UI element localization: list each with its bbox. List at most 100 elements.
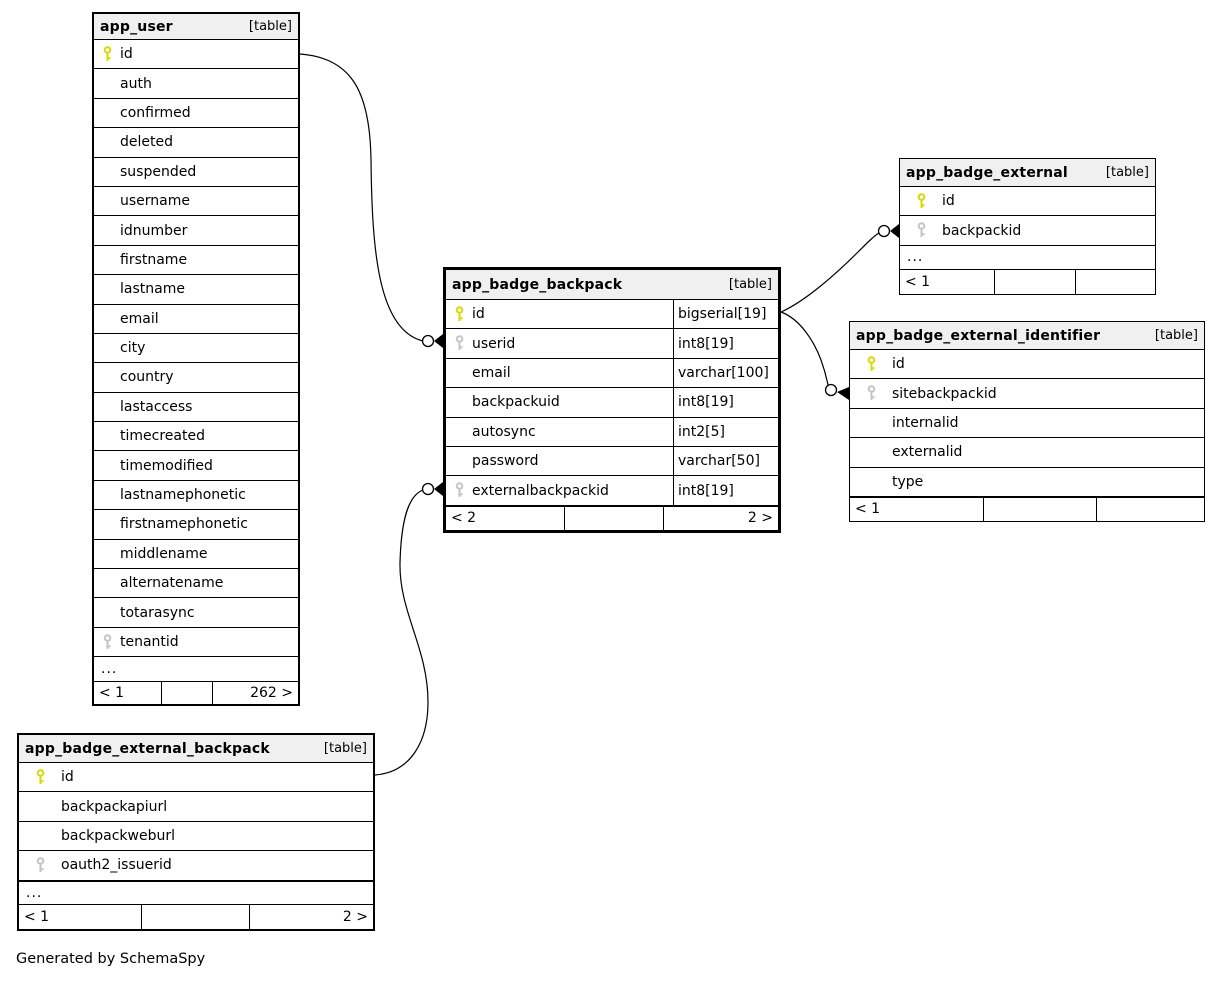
column-name: firstname <box>120 251 188 268</box>
pagination-row: < 1 <box>900 269 1155 294</box>
table-type-badge: [table] <box>1105 165 1149 180</box>
column-name: oauth2_issuerid <box>61 857 172 874</box>
footer-middle-cell <box>984 497 1097 521</box>
column-row: userid int8[19] <box>446 329 778 359</box>
pagination-row: < 1 2 > <box>19 904 373 929</box>
zero-or-many-circle-icon <box>421 334 435 348</box>
relationship-line-app_badge_backpack-to-app_badge_external <box>780 224 899 313</box>
table-type-badge: [table] <box>323 741 367 756</box>
column-name: username <box>120 193 190 210</box>
foreign-key-icon <box>94 633 120 651</box>
table-node-app_badge_external[interactable]: app_badge_external [table] id backpackid… <box>899 158 1156 295</box>
column-row: auth <box>94 69 298 99</box>
column-type: int2[5] <box>673 417 778 446</box>
column-row: username <box>94 187 298 217</box>
column-row: email <box>94 305 298 334</box>
table-type-badge: [table] <box>1154 328 1198 343</box>
table-node-app_badge_external_identifier[interactable]: app_badge_external_identifier [table] id… <box>849 321 1205 522</box>
table-header[interactable]: app_badge_external_identifier [table] <box>850 322 1204 350</box>
column-name: auth <box>120 75 152 92</box>
foreign-key-icon <box>446 335 472 352</box>
footer-middle-cell <box>995 269 1076 294</box>
column-row: middlename <box>94 540 298 570</box>
column-row: timemodified <box>94 451 298 481</box>
relationship-line-app_badge_backpack-to-app_badge_external_identifier <box>780 311 849 400</box>
column-name: middlename <box>120 545 208 562</box>
primary-key-icon <box>850 355 892 373</box>
children-count: 2 > <box>747 510 773 527</box>
column-row: externalbackpackid int8[19] <box>446 476 778 506</box>
column-row: idnumber <box>94 216 298 246</box>
parents-count: < 1 <box>850 497 984 521</box>
children-count <box>1097 498 1204 521</box>
column-row: id <box>94 40 298 70</box>
column-row: confirmed <box>94 99 298 129</box>
primary-key-icon <box>446 305 472 323</box>
column-name: city <box>120 340 146 357</box>
foreign-key-icon <box>850 385 892 402</box>
column-row: timecreated <box>94 422 298 452</box>
table-type-badge: [table] <box>248 19 292 34</box>
column-name: type <box>892 473 924 490</box>
crows-foot-icon <box>434 482 443 496</box>
column-row: deleted <box>94 128 298 158</box>
column-row: firstnamephonetic <box>94 510 298 540</box>
column-name: lastname <box>120 281 185 298</box>
crows-foot-icon <box>434 334 443 348</box>
foreign-key-icon <box>19 857 61 874</box>
column-type: varchar[100] <box>673 358 778 388</box>
primary-key-icon <box>900 192 942 210</box>
column-row: lastnamephonetic <box>94 481 298 511</box>
column-name: country <box>120 369 174 386</box>
zero-or-many-circle-icon <box>824 383 838 397</box>
column-row: oauth2_issuerid <box>19 851 373 881</box>
column-name: id <box>61 769 74 786</box>
table-node-app_badge_backpack[interactable]: app_badge_backpack [table] id bigserial[… <box>443 267 781 533</box>
foreign-key-icon <box>446 482 472 499</box>
table-name[interactable]: app_user <box>100 18 173 35</box>
crows-foot-icon <box>837 387 849 400</box>
relationship-line-app_user-to-app_badge_backpack <box>299 53 443 348</box>
parents-count: < 1 <box>900 269 995 294</box>
children-count: 2 > <box>342 908 368 925</box>
column-name: totarasync <box>120 604 195 621</box>
table-node-app_user[interactable]: app_user [table] id auth confirmed delet… <box>92 12 300 707</box>
column-name: email <box>120 310 159 327</box>
table-header[interactable]: app_badge_external [table] <box>900 159 1155 187</box>
column-row: firstname <box>94 246 298 276</box>
column-name: firstnamephonetic <box>120 516 248 533</box>
column-name: id <box>120 46 133 63</box>
table-node-app_badge_external_backpack[interactable]: app_badge_external_backpack [table] id b… <box>17 733 375 931</box>
column-row: backpackuid int8[19] <box>446 388 778 418</box>
column-row: alternatename <box>94 569 298 599</box>
column-name: timecreated <box>120 428 205 445</box>
primary-key-icon <box>19 768 61 786</box>
table-name[interactable]: app_badge_external_backpack <box>25 740 270 757</box>
column-name: backpackuid <box>472 394 560 411</box>
generator-credit: Generated by SchemaSpy <box>16 951 206 967</box>
column-name: idnumber <box>120 222 188 239</box>
column-row: autosync int2[5] <box>446 417 778 447</box>
column-name: suspended <box>120 163 197 180</box>
column-name: externalbackpackid <box>472 482 609 499</box>
children-count <box>1076 270 1155 294</box>
column-type: bigserial[19] <box>673 300 778 329</box>
table-name[interactable]: app_badge_backpack <box>452 276 623 293</box>
foreign-key-icon <box>900 222 942 239</box>
primary-key-icon <box>94 45 120 63</box>
column-name: confirmed <box>120 104 191 121</box>
table-header[interactable]: app_badge_backpack [table] <box>446 270 778 300</box>
table-header[interactable]: app_badge_external_backpack [table] <box>19 735 373 763</box>
table-name[interactable]: app_badge_external_identifier <box>856 327 1101 344</box>
column-row: backpackid <box>900 216 1155 246</box>
children-count: 262 > <box>250 685 293 702</box>
table-header[interactable]: app_user [table] <box>94 14 298 40</box>
column-name: backpackid <box>942 222 1022 239</box>
column-name: externalid <box>892 444 963 461</box>
table-name[interactable]: app_badge_external <box>906 164 1068 181</box>
column-row: id <box>19 763 373 793</box>
column-name: alternatename <box>120 575 224 592</box>
column-type: int8[19] <box>673 476 778 505</box>
column-row: id <box>900 187 1155 217</box>
